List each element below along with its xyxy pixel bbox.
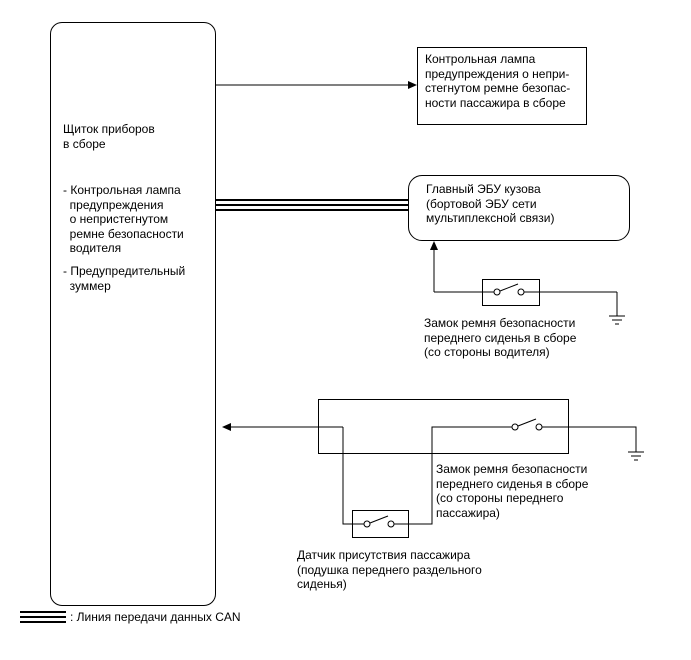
occupant-sensor-switch <box>352 515 409 528</box>
arrow-to-meter <box>222 423 231 431</box>
meter-item-warning-lamp: - Контрольная лампа предупреждения о неп… <box>63 183 184 256</box>
meter-title: Щиток приборов в сборе <box>63 122 155 151</box>
passenger-lamp-box <box>417 47 587 125</box>
arrow-to-main-ecu <box>430 241 438 250</box>
arrow-to-passenger-lamp <box>408 81 417 89</box>
passenger-lamp-label: Контрольная лампа предупреждения о непри… <box>425 52 571 110</box>
ground-passenger <box>628 451 644 461</box>
main-ecu-box <box>408 175 630 241</box>
combination-meter-box <box>50 22 216 606</box>
meter-item-buzzer: - Предупредительный зуммер <box>63 264 186 293</box>
can-bus-lines <box>216 199 408 211</box>
driver-buckle-switch-box <box>482 279 540 306</box>
driver-buckle-switch <box>482 283 540 296</box>
occupant-sensor-label: Датчик присутствия пассажира (подушка пе… <box>297 548 482 592</box>
occupant-sensor-box <box>352 510 409 538</box>
driver-buckle-label: Замок ремня безопасности переднего сиден… <box>424 316 577 360</box>
legend-can-symbol <box>20 611 66 623</box>
passenger-buckle-switch <box>511 418 543 431</box>
main-ecu-label: Главный ЭБУ кузова (бортовой ЭБУ сети му… <box>426 182 555 226</box>
ground-driver <box>609 315 625 325</box>
passenger-buckle-box <box>318 399 569 454</box>
legend-label: : Линия передачи данных CAN <box>70 610 241 624</box>
passenger-buckle-label: Замок ремня безопасности переднего сиден… <box>436 462 589 520</box>
